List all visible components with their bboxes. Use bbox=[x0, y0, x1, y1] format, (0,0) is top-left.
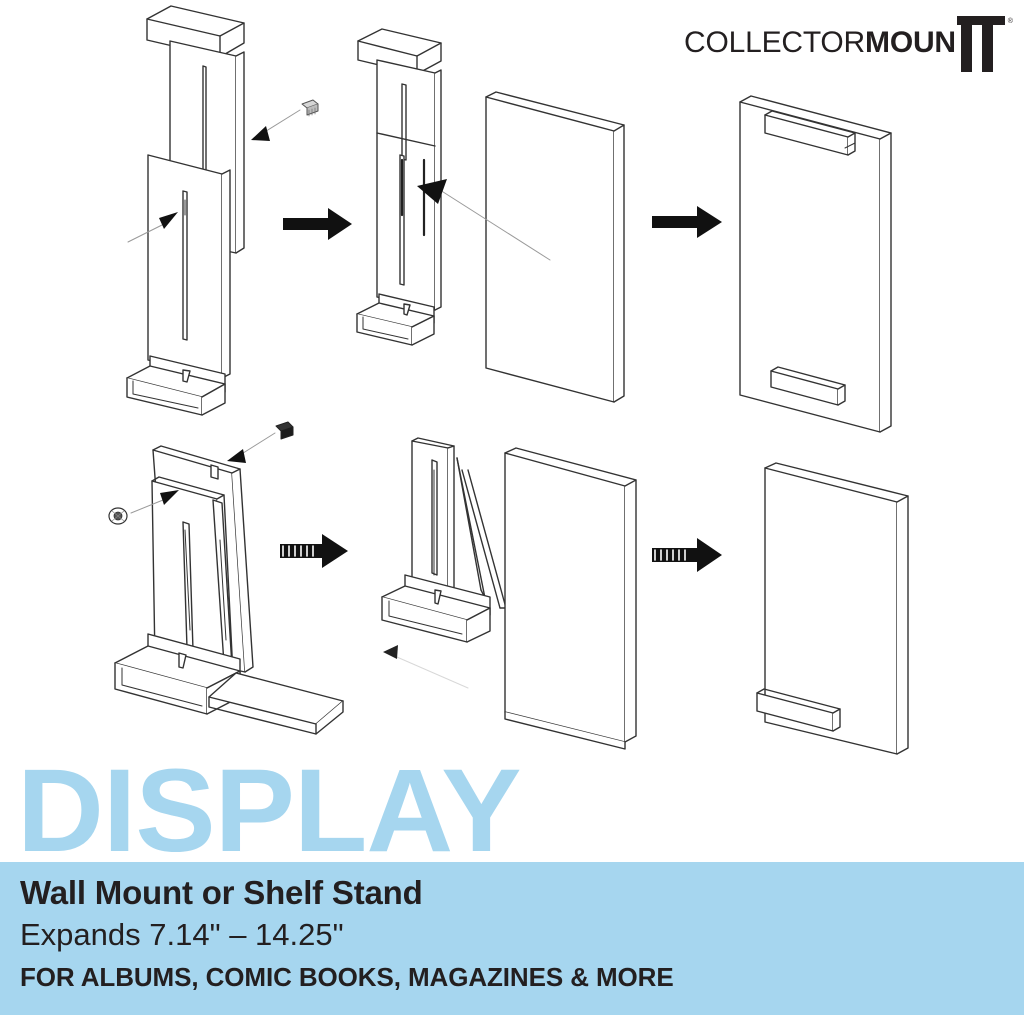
step-2-assembled-bracket-with-item bbox=[356, 28, 625, 403]
thumb-nut-part bbox=[108, 507, 128, 525]
step-2-assembled-stand-with-item bbox=[381, 437, 637, 750]
process-arrow-4 bbox=[652, 538, 722, 572]
assembly-diagram-svg bbox=[108, 5, 909, 755]
screw-part bbox=[275, 421, 294, 440]
process-arrow-2 bbox=[652, 206, 722, 238]
registered-trademark-mark: ® bbox=[1007, 18, 1013, 25]
step-1-exploded-wall-mount bbox=[126, 5, 319, 416]
assembly-diagram bbox=[108, 5, 909, 755]
double-t-icon-svg bbox=[956, 16, 1005, 72]
double-t-mark-icon: ® bbox=[955, 16, 1013, 72]
logo-wordmark: COLLECTORMOUN bbox=[684, 28, 956, 58]
band-text-block: Wall Mount or Shelf Stand Expands 7.14" … bbox=[0, 862, 1024, 1015]
process-arrow-3 bbox=[280, 534, 348, 568]
collectormount-logo: COLLECTORMOUN ® bbox=[684, 12, 1013, 72]
logo-word-moun: MOUN bbox=[865, 26, 956, 59]
logo-word-collector: COLLECTOR bbox=[684, 26, 866, 59]
expansion-range-text: Expands 7.14" – 14.25" bbox=[20, 917, 344, 952]
product-subtitle: Wall Mount or Shelf Stand bbox=[20, 874, 423, 911]
brand-color-band bbox=[0, 862, 1024, 1015]
step-1-exploded-shelf-stand bbox=[108, 421, 344, 735]
step-3-standing-result bbox=[756, 462, 909, 755]
process-arrow-1 bbox=[283, 208, 352, 240]
step-3-mounted-result bbox=[739, 95, 892, 433]
product-use-cases: FOR ALBUMS, COMIC BOOKS, MAGAZINES & MOR… bbox=[20, 962, 674, 992]
screw-part bbox=[301, 99, 319, 117]
display-headline: DISPLAY bbox=[17, 745, 521, 877]
